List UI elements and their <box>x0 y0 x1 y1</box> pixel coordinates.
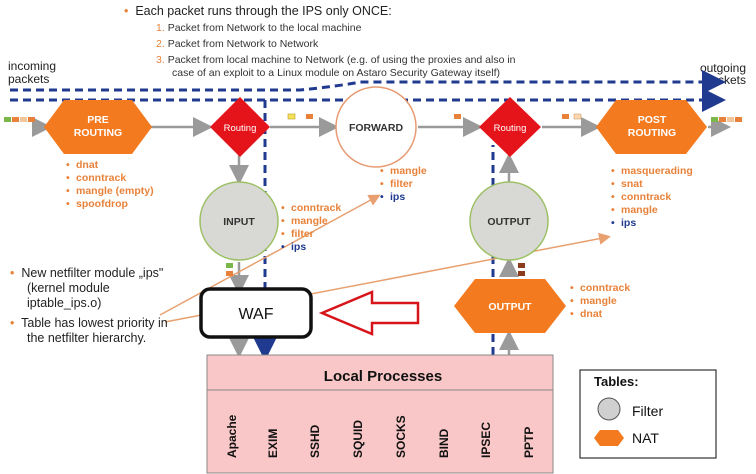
svg-text:•: • <box>380 165 384 177</box>
svg-text:•: • <box>380 191 384 203</box>
output-filter-label: OUTPUT <box>487 216 531 228</box>
process-bind: BIND <box>437 428 451 458</box>
svg-text:mangle: mangle <box>390 165 427 177</box>
svg-text:ips: ips <box>291 241 306 253</box>
output-list: • conntrack • mangle • dnat <box>570 282 630 320</box>
outgoing-label-2: packets <box>705 73 746 87</box>
note-kernel-module: (kernel module <box>27 281 110 295</box>
svg-text:dnat: dnat <box>76 159 99 171</box>
svg-text:•: • <box>281 202 285 214</box>
forward-node: FORWARD <box>335 86 417 168</box>
waf-box: WAF <box>199 287 313 339</box>
routing-right-node: Routing <box>479 97 541 157</box>
output-filter-node: OUTPUT <box>469 181 549 261</box>
header-title: • Each packet runs through the IPS only … <box>124 4 392 18</box>
input-label: INPUT <box>223 216 255 228</box>
legend-title: Tables: <box>594 374 639 389</box>
legend-box: Tables: Filter NAT <box>579 369 717 459</box>
svg-text:•: • <box>611 191 615 203</box>
process-socks: SOCKS <box>394 415 408 458</box>
svg-text:dnat: dnat <box>580 308 603 320</box>
header-item-3-cont: case of an exploit to a Linux module on … <box>172 67 501 79</box>
svg-text:conntrack: conntrack <box>291 202 341 214</box>
packet-markers <box>4 113 742 276</box>
svg-text:mangle: mangle <box>621 204 658 216</box>
svg-text:mangle: mangle <box>580 295 617 307</box>
routing-right-label: Routing <box>494 123 527 134</box>
routing-left-node: Routing <box>210 97 270 157</box>
svg-text:filter: filter <box>390 178 413 190</box>
routing-left-label: Routing <box>224 123 257 134</box>
postrouting-label-1: POST <box>638 114 667 126</box>
svg-text:•: • <box>611 204 615 216</box>
svg-text:masquerading: masquerading <box>621 165 693 177</box>
svg-text:•: • <box>281 241 285 253</box>
svg-text:•: • <box>570 282 574 294</box>
local-processes-list: Apache EXIM SSHD SQUID SOCKS BIND IPSEC … <box>225 414 536 458</box>
svg-text:•: • <box>380 178 384 190</box>
svg-text:snat: snat <box>621 178 643 190</box>
postrouting-label-2: ROUTING <box>628 127 676 139</box>
main-flow-arrows <box>32 117 731 358</box>
legend-nat-label: NAT <box>632 430 659 446</box>
note-iptable: iptable_ips.o) <box>27 296 102 310</box>
process-apache: Apache <box>225 414 239 458</box>
svg-text:spoofdrop: spoofdrop <box>76 198 128 210</box>
note-ips-module: • New netfilter module „ips" <box>10 266 164 280</box>
header-item-3: 3. Packet from local machine to Network … <box>156 54 516 66</box>
svg-text:•: • <box>611 178 615 190</box>
svg-text:•: • <box>570 308 574 320</box>
prerouting-node: PRE ROUTING <box>44 100 152 154</box>
waf-pointer-arrow <box>318 290 420 336</box>
svg-text:mangle (empty): mangle (empty) <box>76 185 154 197</box>
forward-list: • mangle • filter • ips <box>380 165 427 203</box>
svg-text:•: • <box>281 228 285 240</box>
waf-label: WAF <box>239 306 274 323</box>
process-sshd: SSHD <box>308 424 322 458</box>
svg-text:conntrack: conntrack <box>621 191 671 203</box>
svg-text:ips: ips <box>621 217 636 229</box>
svg-text:•: • <box>570 295 574 307</box>
svg-text:•: • <box>611 217 615 229</box>
legend-filter-label: Filter <box>632 403 663 419</box>
process-ipsec: IPSEC <box>479 422 493 458</box>
svg-text:filter: filter <box>291 228 314 240</box>
input-node: INPUT <box>199 181 279 261</box>
svg-text:conntrack: conntrack <box>580 282 630 294</box>
local-processes-title: Local Processes <box>324 368 442 385</box>
svg-text:•: • <box>66 172 70 184</box>
header-item-2: 2. Packet from Network to Network <box>156 38 319 50</box>
output-nat-node: OUTPUT <box>454 279 566 333</box>
process-pptp: PPTP <box>522 427 536 458</box>
incoming-label-2: packets <box>8 72 49 86</box>
svg-text:conntrack: conntrack <box>76 172 126 184</box>
svg-text:•: • <box>281 215 285 227</box>
header-item-1: 1. Packet from Network to the local mach… <box>156 22 362 34</box>
process-squid: SQUID <box>351 420 365 458</box>
prerouting-list: • dnat • conntrack • mangle (empty) • spoofd… <box>66 159 154 210</box>
prerouting-label-1: PRE <box>87 114 109 126</box>
svg-text:mangle: mangle <box>291 215 328 227</box>
input-list: • conntrack • mangle • filter • ips <box>281 202 341 253</box>
forward-label: FORWARD <box>349 122 403 134</box>
postrouting-node: POST ROUTING <box>596 100 707 154</box>
note-hierarchy: the netfilter hierarchy. <box>27 331 147 345</box>
note-priority: • Table has lowest priority in <box>10 316 168 330</box>
process-exim: EXIM <box>266 429 280 458</box>
svg-text:ips: ips <box>390 191 405 203</box>
svg-text:•: • <box>66 198 70 210</box>
svg-text:•: • <box>611 165 615 177</box>
local-processes-box: Local Processes Apache EXIM SSHD SQUID S… <box>206 354 554 474</box>
incoming-label-1: incoming <box>8 59 56 73</box>
postrouting-list: • masquerading • snat • conntrack • mangle •… <box>611 165 693 229</box>
output-nat-label: OUTPUT <box>488 301 532 313</box>
svg-text:•: • <box>66 185 70 197</box>
svg-text:•: • <box>66 159 70 171</box>
prerouting-label-2: ROUTING <box>74 127 122 139</box>
